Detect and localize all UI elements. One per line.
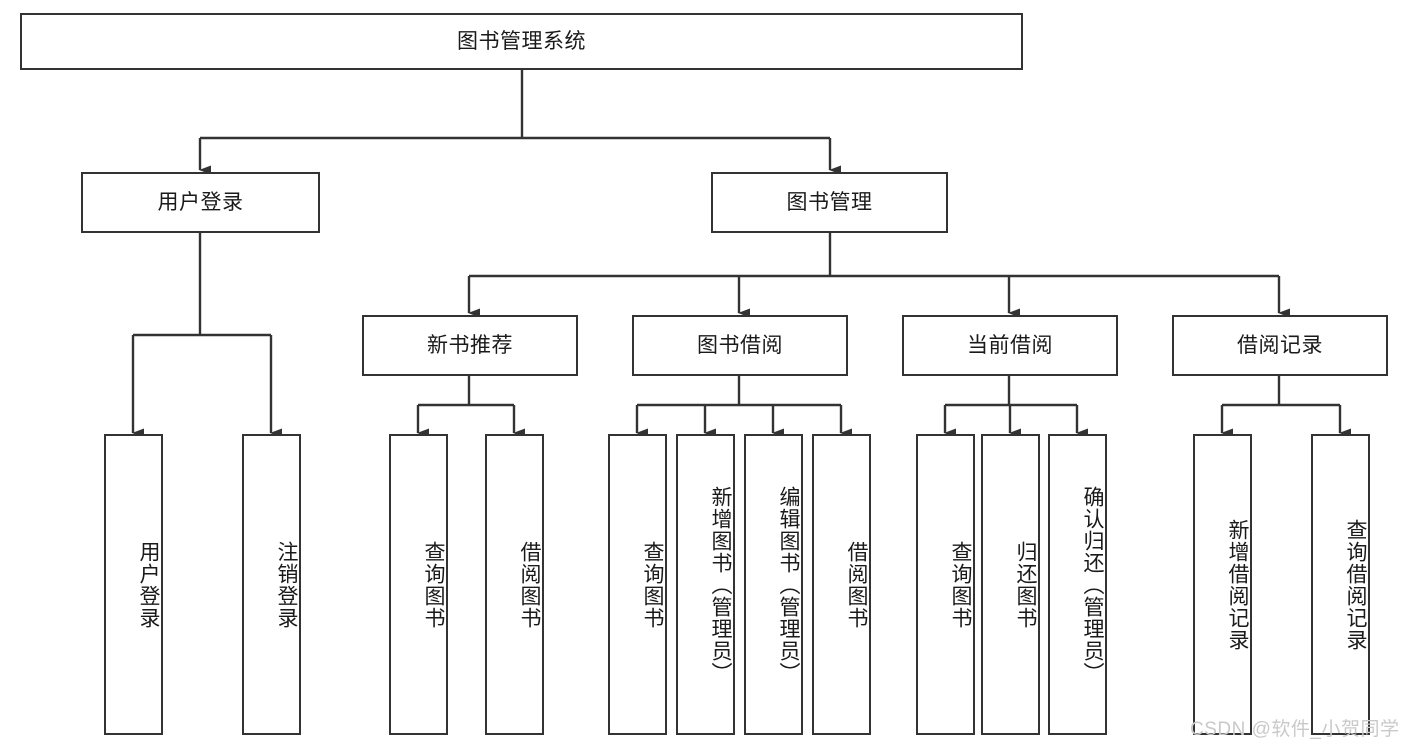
- node-book-borrow[interactable]: 图书借阅: [632, 315, 848, 376]
- node-label: 用户登录: [157, 190, 244, 214]
- node-label: 新增图书（管理员）: [709, 485, 732, 684]
- leaf-user-login-sign-in[interactable]: 用户登录: [104, 434, 163, 735]
- node-label: 当前借阅: [967, 333, 1053, 357]
- leaf-borrow-record-add-record[interactable]: 新增借阅记录: [1193, 434, 1252, 735]
- leaf-book-borrow-add-book-admin[interactable]: 新增图书（管理员）: [676, 434, 735, 735]
- node-label: 借阅图书: [845, 540, 868, 629]
- node-current-borrow[interactable]: 当前借阅: [902, 315, 1118, 376]
- node-label: 注销登录: [275, 540, 298, 629]
- node-label: 查询借阅记录: [1344, 518, 1367, 651]
- node-root-book-management-system[interactable]: 图书管理系统: [20, 13, 1023, 70]
- node-user-login[interactable]: 用户登录: [81, 172, 320, 233]
- leaf-current-borrow-confirm-return-admin[interactable]: 确认归还（管理员）: [1048, 434, 1107, 735]
- node-label: 编辑图书（管理员）: [777, 485, 800, 684]
- node-borrow-record[interactable]: 借阅记录: [1172, 315, 1388, 376]
- node-label: 借阅图书: [518, 540, 541, 629]
- node-label: 查询图书: [949, 540, 972, 629]
- node-label: 新书推荐: [427, 333, 513, 357]
- leaf-current-borrow-query-book[interactable]: 查询图书: [916, 434, 975, 735]
- node-label: 借阅记录: [1237, 333, 1323, 357]
- leaf-book-borrow-borrow-book[interactable]: 借阅图书: [812, 434, 871, 735]
- leaf-book-borrow-query-book[interactable]: 查询图书: [608, 434, 667, 735]
- node-label: 图书管理: [786, 190, 873, 214]
- leaf-new-book-borrow-book[interactable]: 借阅图书: [485, 434, 544, 735]
- leaf-book-borrow-edit-book-admin[interactable]: 编辑图书（管理员）: [744, 434, 803, 735]
- node-label: 用户登录: [137, 540, 160, 629]
- node-new-book-recommend[interactable]: 新书推荐: [362, 315, 578, 376]
- node-label: 查询图书: [422, 540, 445, 629]
- node-label: 查询图书: [641, 540, 664, 629]
- node-label: 归还图书: [1014, 540, 1037, 629]
- node-label: 确认归还（管理员）: [1081, 485, 1104, 684]
- leaf-borrow-record-query-record[interactable]: 查询借阅记录: [1311, 434, 1370, 735]
- node-label: 新增借阅记录: [1226, 518, 1249, 651]
- leaf-current-borrow-return-book[interactable]: 归还图书: [981, 434, 1040, 735]
- node-label: 图书借阅: [697, 333, 783, 357]
- node-label: 图书管理系统: [457, 29, 586, 53]
- leaf-new-book-query-book[interactable]: 查询图书: [389, 434, 448, 735]
- watermark-text: CSDN @软件_小贺同学: [1190, 719, 1400, 740]
- node-book-management[interactable]: 图书管理: [711, 172, 948, 233]
- leaf-user-login-sign-out[interactable]: 注销登录: [242, 434, 301, 735]
